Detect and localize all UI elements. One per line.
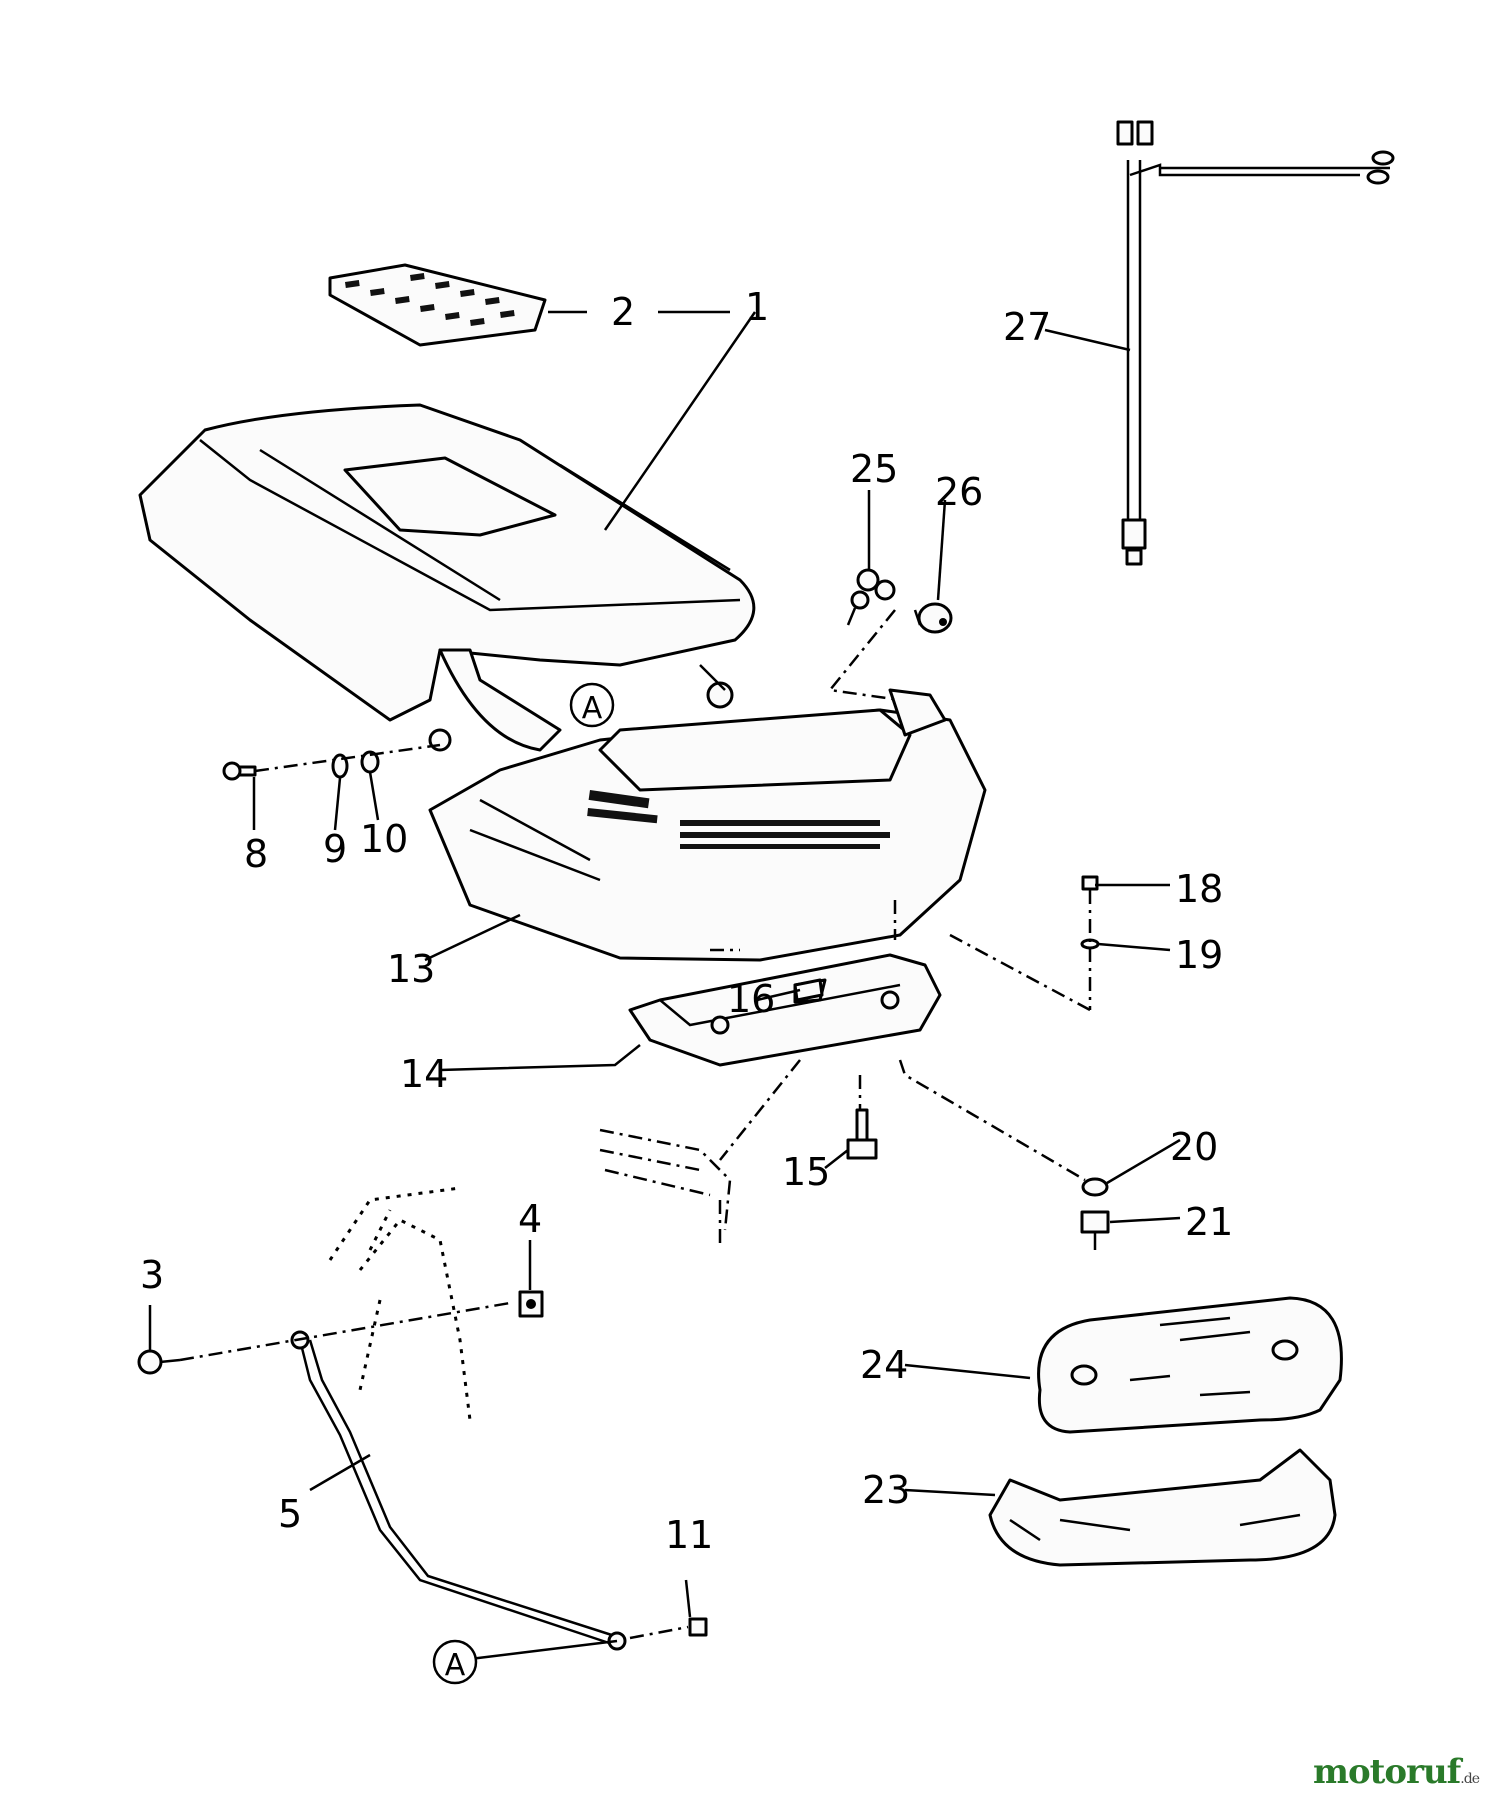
part-9-washer	[331, 753, 349, 779]
callout-1: 1	[745, 285, 769, 329]
callout-8: 8	[244, 832, 268, 876]
part-16-clip	[793, 978, 824, 1002]
part-2-vent-grille	[328, 263, 547, 347]
part-24-emblem-plate	[1037, 1296, 1343, 1434]
callout-23: 23	[862, 1468, 910, 1512]
callout-19: 19	[1175, 933, 1223, 977]
callout-26: 26	[935, 470, 983, 514]
callout-15: 15	[782, 1150, 830, 1194]
callout-18: 18	[1175, 867, 1223, 911]
callout-21: 21	[1185, 1200, 1233, 1244]
callout-25: 25	[850, 447, 898, 491]
callout-13: 13	[387, 947, 435, 991]
brand-watermark: motoruf.de	[1313, 1752, 1480, 1792]
reference-marker-a-bottom: A	[432, 1639, 478, 1685]
part-23-bumper-trim	[988, 1448, 1337, 1567]
chassis-ghost-outline	[599, 1059, 862, 1245]
part-18-bolt	[1081, 875, 1099, 891]
svg-text:A: A	[445, 1648, 466, 1683]
callout-11: 11	[665, 1513, 713, 1557]
callout-labels: 1 2 3 4 5 8 9 10 11 13 14 15 16 18 19 20…	[140, 285, 1233, 1557]
part-4-clip	[518, 1290, 544, 1318]
watermark-brand: motoruf	[1313, 1752, 1461, 1792]
callout-20: 20	[1170, 1125, 1218, 1169]
callout-3: 3	[140, 1253, 164, 1297]
part-26-knob	[913, 602, 953, 634]
seat-frame-ghost-outline	[328, 1186, 472, 1421]
part-3-pin	[137, 1349, 181, 1375]
part-1-hood	[138, 403, 756, 752]
part-13-front-shell	[428, 688, 987, 962]
callout-24: 24	[860, 1343, 908, 1387]
part-15-bolt	[846, 1108, 878, 1160]
watermark-tld: .de	[1460, 1771, 1480, 1787]
part-8-bolt	[222, 761, 257, 781]
callout-27: 27	[1003, 305, 1051, 349]
callout-10: 10	[360, 817, 408, 861]
callout-5: 5	[278, 1492, 302, 1536]
part-27-wiring-harness	[1116, 120, 1395, 566]
part-14-bumper-bracket	[628, 953, 942, 1067]
callout-14: 14	[400, 1052, 448, 1096]
part-11-nut	[688, 1617, 708, 1637]
part-25-ignition-key	[846, 568, 896, 626]
reference-marker-a-top: A	[569, 682, 615, 728]
part-20-washer	[1081, 1177, 1109, 1197]
callout-16: 16	[727, 977, 775, 1021]
callout-9: 9	[323, 827, 347, 871]
part-21-nut	[1080, 1210, 1110, 1250]
callout-2: 2	[611, 290, 635, 334]
part-5-support-rod	[290, 1330, 627, 1651]
svg-text:A: A	[582, 691, 603, 726]
callout-4: 4	[518, 1197, 542, 1241]
leader-lines	[148, 310, 1181, 1661]
